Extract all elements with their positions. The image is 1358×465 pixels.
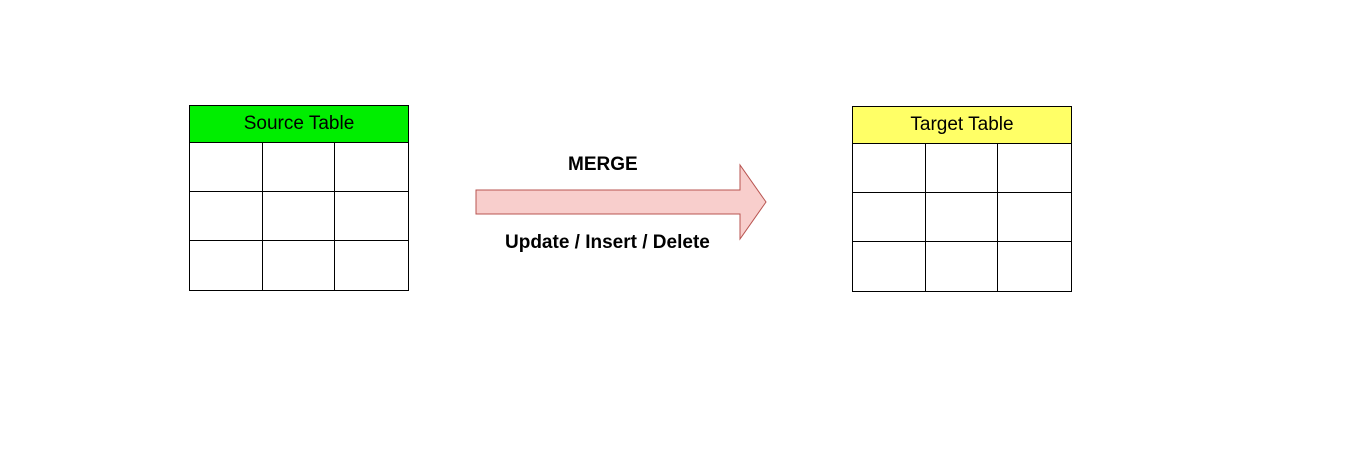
table-cell (853, 242, 926, 291)
table-cell (190, 241, 263, 290)
merge-label: MERGE (568, 154, 638, 175)
table-cell (263, 241, 336, 290)
table-cell (925, 144, 999, 193)
table-cell (190, 192, 263, 241)
table-cell (998, 144, 1071, 193)
operations-label: Update / Insert / Delete (505, 232, 710, 253)
table-cell (998, 193, 1071, 242)
table-cell (262, 192, 336, 241)
target-table-grid (853, 144, 1071, 291)
table-cell (853, 144, 926, 193)
table-cell (335, 192, 408, 241)
table-cell (998, 242, 1071, 291)
table-cell (853, 193, 926, 242)
merge-arrow-shape (475, 163, 767, 241)
table-cell (262, 143, 336, 192)
target-table: Target Table (852, 106, 1072, 292)
target-table-header: Target Table (853, 107, 1071, 144)
source-table: Source Table (189, 105, 409, 291)
table-cell (926, 242, 999, 291)
table-cell (190, 143, 263, 192)
source-table-grid (190, 143, 408, 290)
table-cell (925, 193, 999, 242)
table-cell (335, 241, 408, 290)
merge-arrow (475, 163, 767, 241)
source-table-header: Source Table (190, 106, 408, 143)
table-cell (335, 143, 408, 192)
